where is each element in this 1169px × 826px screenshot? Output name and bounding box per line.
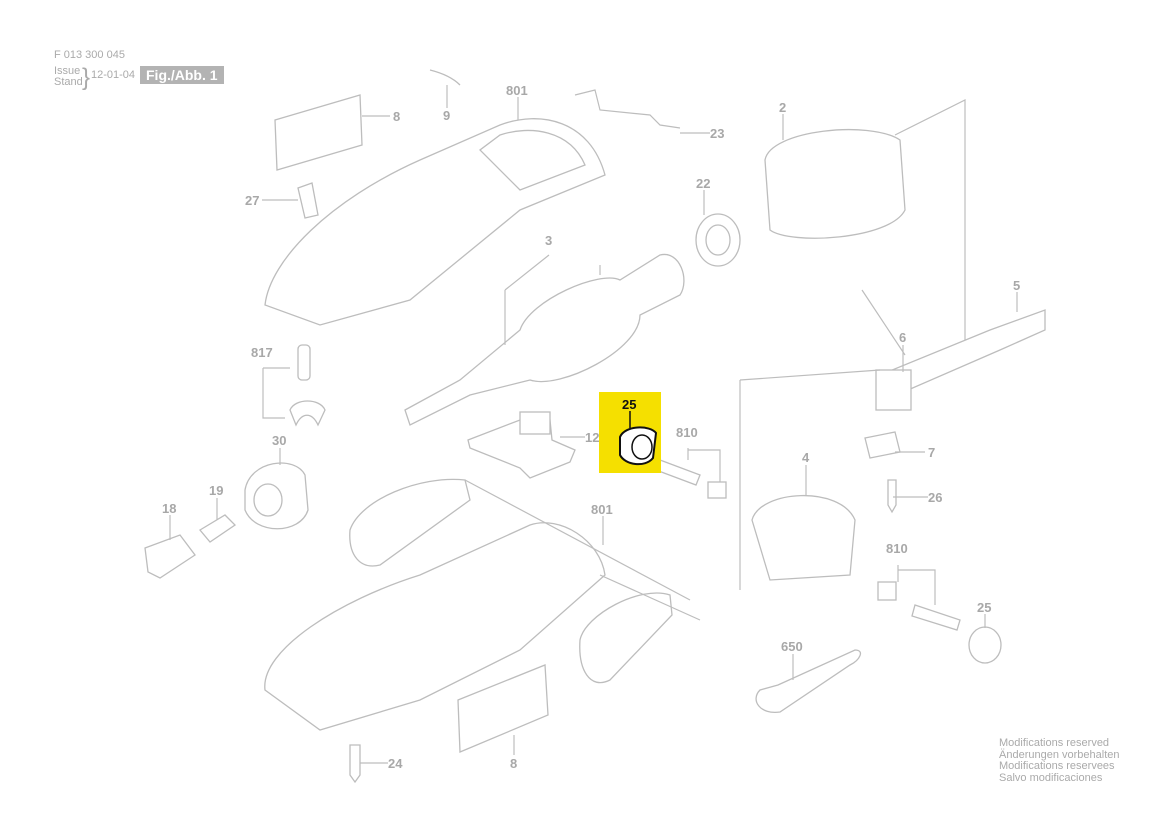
housing-bottom-lines <box>464 479 701 621</box>
label-817[interactable]: 817 <box>251 345 273 360</box>
label-25-highlighted[interactable]: 25 <box>622 397 636 412</box>
label-7[interactable]: 7 <box>928 445 935 460</box>
grip-left <box>349 478 471 567</box>
label-4[interactable]: 4 <box>802 450 810 465</box>
seal-9 <box>429 69 461 86</box>
brush-810 <box>707 481 727 499</box>
label-2[interactable]: 2 <box>779 100 786 115</box>
spring-810-b <box>911 604 961 631</box>
modifications-notice: Modifications reserved Änderungen vorbeh… <box>999 737 1120 784</box>
document-number: F 013 300 045 <box>54 49 125 61</box>
label-19[interactable]: 19 <box>209 483 223 498</box>
cap-25-b <box>968 626 1002 664</box>
callout-817 <box>262 367 290 419</box>
label-3[interactable]: 3 <box>545 233 552 248</box>
brush-810-b <box>877 581 897 601</box>
figure-label: Fig./Abb. 1 <box>140 66 224 84</box>
cord-box <box>739 369 881 590</box>
wrench-650 <box>755 649 862 713</box>
screw-24 <box>349 744 361 784</box>
label-12[interactable]: 12 <box>585 430 599 445</box>
callout-810-b <box>897 565 936 605</box>
notice-fr: Modifications reservees <box>999 760 1115 772</box>
grip-right <box>579 592 673 684</box>
label-6[interactable]: 6 <box>899 330 906 345</box>
collet-nut-18 <box>144 534 196 579</box>
pin-817 <box>297 344 311 381</box>
label-650[interactable]: 650 <box>781 639 803 654</box>
notice-es: Salvo modificaciones <box>999 771 1103 784</box>
label-18[interactable]: 18 <box>162 501 176 516</box>
brush-12 <box>519 411 551 435</box>
spring-810 <box>655 459 701 486</box>
label-8[interactable]: 8 <box>393 109 400 124</box>
label-9[interactable]: 9 <box>443 108 450 123</box>
label-810[interactable]: 810 <box>676 425 698 440</box>
switch-cap <box>297 182 319 219</box>
label-27[interactable]: 27 <box>245 193 259 208</box>
bearing-22-inner <box>705 224 731 256</box>
brace: } <box>82 64 91 91</box>
label-25-b[interactable]: 25 <box>977 600 991 615</box>
housing-top-inset <box>479 129 586 191</box>
nut-30-thread <box>253 483 283 517</box>
notice-en: Modifications reserved <box>999 737 1110 749</box>
housing-bottom-shell <box>264 522 606 731</box>
cap-25-thread <box>631 434 653 460</box>
cord-grommet-6 <box>875 369 912 411</box>
label-plate-bottom <box>457 664 549 753</box>
leader-lines <box>169 85 1018 764</box>
part-labels: 8 9 801 23 2 27 22 3 5 6 817 25 810 12 3… <box>162 83 1020 771</box>
label-801-b[interactable]: 801 <box>591 502 613 517</box>
label-5[interactable]: 5 <box>1013 278 1020 293</box>
notice-de: Änderungen vorbehalten <box>999 748 1120 761</box>
brush-holder-4 <box>751 494 856 581</box>
screw-26 <box>887 479 897 514</box>
label-plate-top <box>274 94 363 171</box>
label-24[interactable]: 24 <box>388 756 403 771</box>
issue-label: Issue <box>54 65 81 77</box>
label-22[interactable]: 22 <box>696 176 710 191</box>
issue-date: 12-01-04 <box>91 69 136 81</box>
stand-label: Stand <box>54 76 83 88</box>
label-26[interactable]: 26 <box>928 490 942 505</box>
clip-817 <box>289 400 326 427</box>
label-30[interactable]: 30 <box>272 433 286 448</box>
armature-3 <box>404 253 685 426</box>
label-8-b[interactable]: 8 <box>510 756 517 771</box>
label-810-b[interactable]: 810 <box>886 541 908 556</box>
label-801[interactable]: 801 <box>506 83 528 98</box>
field-coil-2 <box>764 129 906 239</box>
label-23[interactable]: 23 <box>710 126 724 141</box>
callout-810 <box>687 448 721 482</box>
clamp-7 <box>864 431 901 459</box>
armature-callout <box>504 254 601 345</box>
wire-clip-23 <box>574 89 681 129</box>
